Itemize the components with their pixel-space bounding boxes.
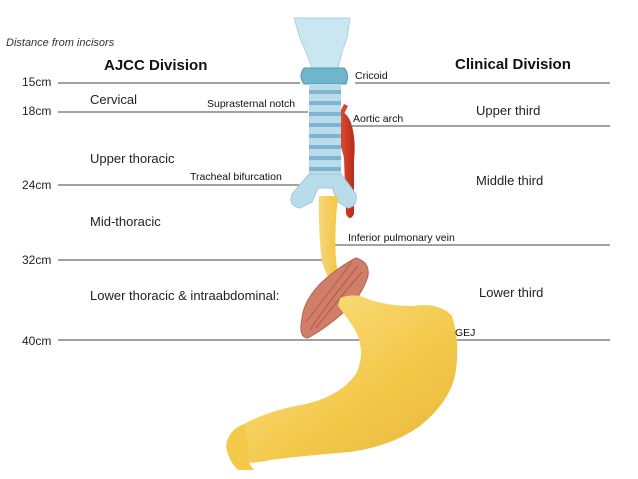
- clinical-middle-third: Middle third: [476, 173, 544, 188]
- landmark-tracheal-bifurcation: Tracheal bifurcation: [190, 171, 282, 183]
- clinical-upper-third: Upper third: [476, 103, 541, 118]
- diaphragm-fibers: [305, 261, 363, 331]
- distance-18cm: 18cm: [22, 104, 52, 118]
- bronchi: [290, 173, 357, 209]
- distance-24cm: 24cm: [22, 178, 52, 192]
- landmark-suprasternal-notch: Suprasternal notch: [207, 98, 296, 110]
- landmark-aortic-arch: Aortic arch: [353, 113, 404, 125]
- ajcc-upper-thoracic: Upper thoracic: [90, 151, 175, 166]
- trachea: [309, 84, 341, 176]
- landmark-inferior-pulmonary-vein: Inferior pulmonary vein: [348, 232, 455, 244]
- landmark-cricoid: Cricoid: [355, 70, 388, 82]
- tracheal-rings: [309, 90, 341, 171]
- cricoid-ring: [300, 67, 349, 85]
- esophagus-tube: [318, 196, 352, 300]
- clinical-division-title: Clinical Division: [455, 56, 571, 73]
- ajcc-lower-thoracic: Lower thoracic & intraabdominal:: [90, 288, 280, 303]
- stomach: [230, 295, 458, 463]
- distance-40cm: 40cm: [22, 334, 52, 348]
- ajcc-division-title: AJCC Division: [104, 57, 208, 74]
- ajcc-cervical: Cervical: [90, 92, 137, 107]
- distance-32cm: 32cm: [22, 253, 52, 267]
- ajcc-mid-thoracic: Mid-thoracic: [90, 214, 161, 229]
- clinical-lower-third: Lower third: [479, 285, 544, 300]
- larynx-shape: [293, 17, 351, 69]
- duodenum: [226, 424, 254, 470]
- distance-15cm: 15cm: [22, 75, 52, 89]
- landmark-gej: GEJ: [455, 327, 476, 339]
- distance-axis-label: Distance from incisors: [6, 37, 115, 49]
